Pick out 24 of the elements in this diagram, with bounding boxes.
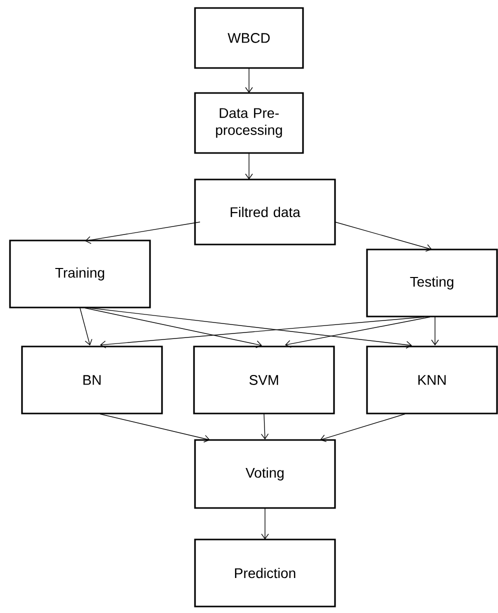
arrow	[90, 308, 412, 349]
arrow	[84, 308, 262, 348]
arrow	[245, 68, 253, 93]
arrow	[285, 316, 430, 348]
process-box: Training	[9, 240, 151, 308]
arrow	[320, 414, 406, 442]
arrow	[85, 222, 200, 244]
arrow	[80, 308, 92, 346]
arrow	[245, 152, 253, 180]
arrow	[100, 316, 424, 348]
arrow	[260, 414, 269, 440]
process-box: WBCD	[194, 7, 304, 69]
arrow	[334, 222, 432, 252]
process-box: KNN	[366, 346, 498, 414]
process-box: Prediction	[194, 538, 336, 608]
process-box: SVM	[193, 346, 335, 414]
process-box: Testing	[366, 248, 498, 318]
process-box: Data Pre-processing	[194, 92, 304, 154]
process-box: BN	[21, 346, 163, 414]
process-box: Voting	[194, 439, 336, 509]
arrow	[431, 316, 439, 346]
arrow	[100, 414, 210, 442]
arrow	[261, 508, 269, 540]
process-box: Filtred data	[194, 178, 336, 246]
